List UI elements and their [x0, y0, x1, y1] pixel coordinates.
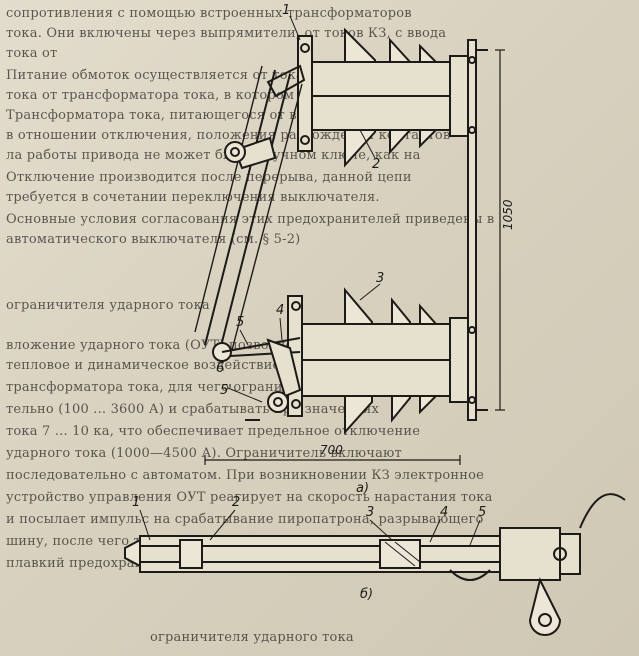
lower-insulator [287, 287, 469, 435]
text-line: тока. Они включены через выпрямители, от… [6, 26, 447, 41]
support-frame [467, 39, 488, 421]
dimension-lines [204, 49, 505, 465]
label-b2: 2 [232, 495, 240, 510]
subfigure-a-caption: a) [356, 481, 369, 496]
fuse-barrel [194, 64, 306, 351]
text-line: Основные условия согласования этих предо… [6, 212, 495, 227]
text-line: тока 7 ... 10 ка, что обеспечивает преде… [6, 424, 421, 439]
upper-insulator [297, 27, 469, 168]
label-1: 1 [282, 3, 290, 18]
leader-lines [139, 15, 481, 546]
text-line: ла работы привода не может быть с ручном… [6, 148, 421, 163]
text-line: автоматического выключателя (см. § 5-2) [6, 232, 301, 247]
label-b4: 4 [440, 505, 448, 520]
label-4: 4 [276, 303, 284, 318]
text-line: и посылает импульс на срабатывание пироп… [6, 512, 484, 527]
subfigure-b-caption: б) [360, 587, 373, 602]
label-5: 5 [236, 315, 244, 330]
label-3: 3 [376, 271, 384, 286]
text-line: сопротивления с помощью встроенных транс… [6, 6, 412, 21]
label-2: 2 [372, 157, 380, 172]
dimension-height: 1050 [501, 199, 515, 230]
text-line: в отношении отключения, положения расхож… [6, 128, 451, 143]
label-b5: 5 [478, 505, 486, 520]
text-line: требуется в сочетании переключения выклю… [6, 190, 380, 205]
text-line: ограничителя ударного тока [150, 630, 354, 645]
text-line: ударного тока (1000—4500 А). Ограничител… [6, 446, 402, 461]
text-line: Отключение производится после перерыва, … [6, 170, 412, 185]
text-line: последовательно с автоматом. При возникн… [6, 468, 485, 483]
label-6: 6 [216, 361, 224, 376]
dimension-width: 700 [320, 443, 343, 457]
label-b3: 3 [366, 505, 374, 520]
lower-mechanism [212, 337, 302, 421]
text-line: тока от [6, 46, 58, 61]
label-5-prime: 5' [220, 383, 232, 398]
barrel-section [124, 493, 626, 636]
text-line: ограничителя ударного тока [6, 298, 210, 313]
label-b1: 1 [132, 495, 140, 510]
text-line: устройство управления ОУТ реагирует на с… [6, 490, 493, 505]
